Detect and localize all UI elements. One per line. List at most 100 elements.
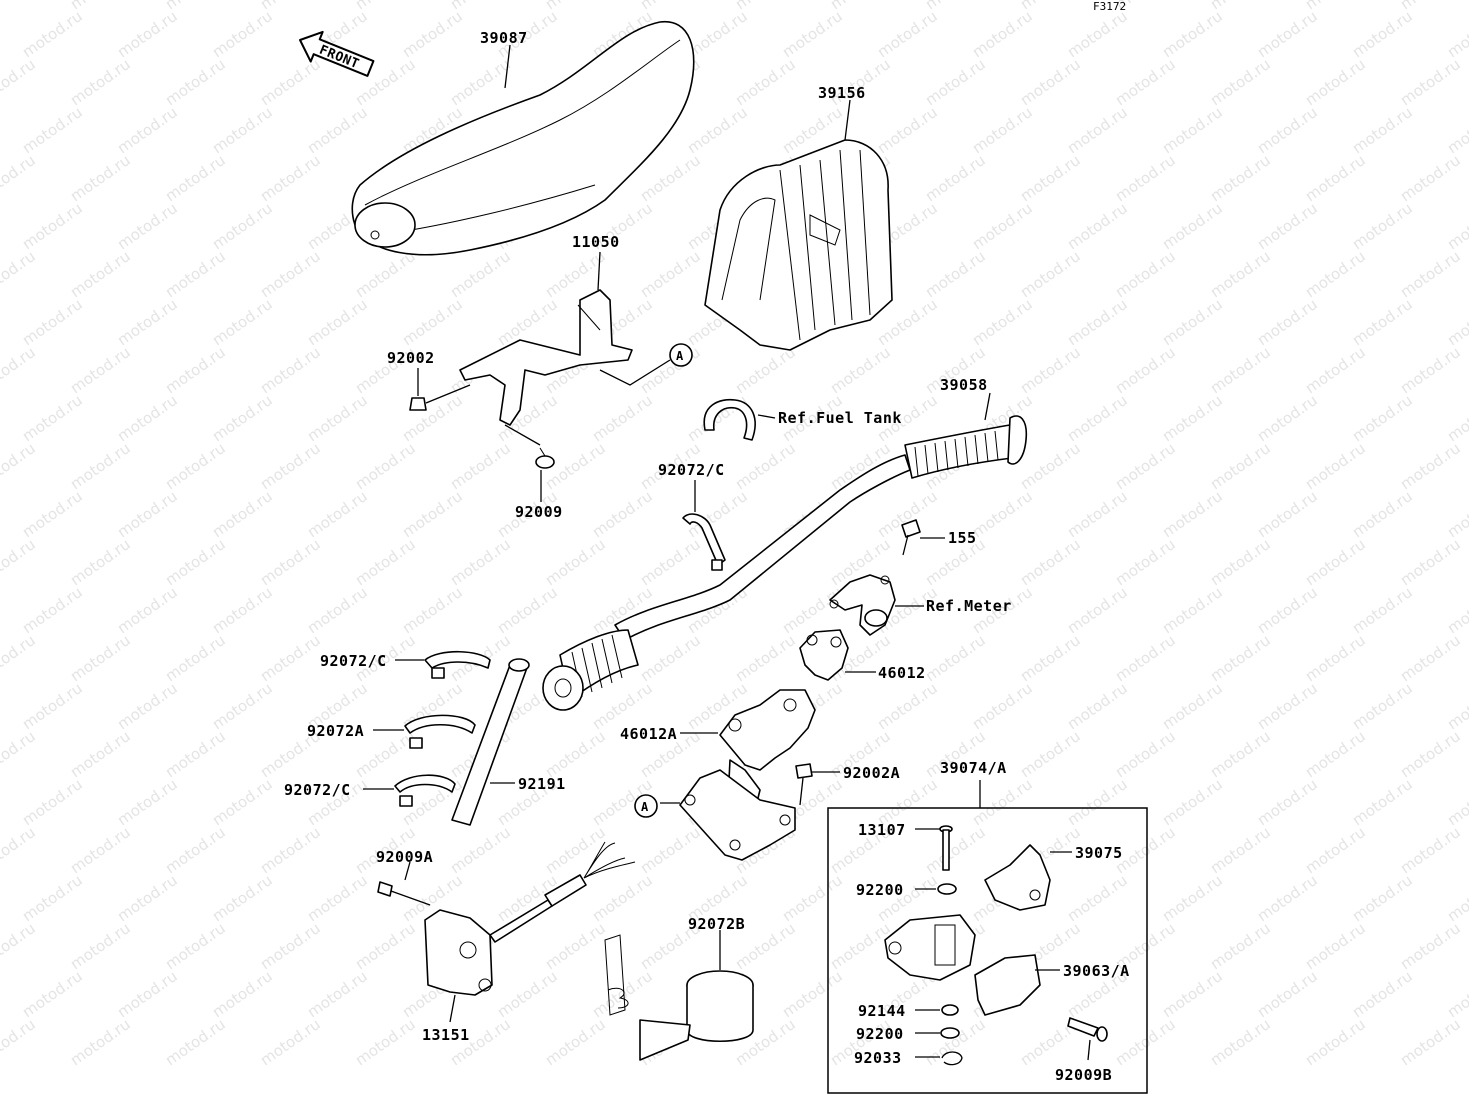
watermark-text: motod.ru (1302, 343, 1369, 397)
watermark-text: motod.ru (1254, 199, 1321, 253)
watermark-text: motod.ru (589, 487, 656, 541)
watermark-text: motod.ru (1349, 967, 1416, 1021)
watermark-text: motod.ru (637, 631, 704, 685)
watermark-text: motod.ru (542, 919, 609, 973)
watermark-text: motod.ru (399, 487, 466, 541)
watermark-text: motod.ru (1017, 535, 1084, 589)
watermark-text: motod.ru (1444, 775, 1469, 829)
watermark-text: motod.ru (1254, 967, 1321, 1021)
watermark-text: motod.ru (1254, 103, 1321, 157)
watermark-text: motod.ru (0, 631, 39, 685)
rivet-92009 (504, 424, 555, 469)
watermark-text: motod.ru (1397, 631, 1464, 685)
watermark-text: motod.ru (969, 199, 1036, 253)
watermark-text: motod.ru (922, 823, 989, 877)
watermark-text: motod.ru (352, 439, 419, 493)
label-92009b: 92009B (1055, 1066, 1112, 1084)
watermark-text: motod.ru (114, 871, 181, 925)
watermark-text: motod.ru (257, 535, 324, 589)
watermark-text: motod.ru (209, 679, 276, 733)
watermark-text: motod.ru (1397, 727, 1464, 781)
watermark-text: motod.ru (1064, 583, 1131, 637)
watermark-text: motod.ru (969, 679, 1036, 733)
watermark-text: motod.ru (257, 247, 324, 301)
watermark-text: motod.ru (1254, 7, 1321, 61)
watermark-text: motod.ru (1444, 679, 1469, 733)
pin-13107 (939, 825, 953, 871)
watermark-text: motod.ru (209, 199, 276, 253)
label-39063a: 39063/A (1063, 962, 1130, 980)
watermark-text: motod.ru (399, 295, 466, 349)
watermark-text: motod.ru (209, 487, 276, 541)
label-13107: 13107 (858, 821, 906, 839)
watermark-text: motod.ru (684, 103, 751, 157)
watermark-text: motod.ru (732, 439, 799, 493)
watermark-text: motod.ru (257, 919, 324, 973)
watermark-text: motod.ru (1349, 679, 1416, 733)
watermark-text: motod.ru (1397, 535, 1464, 589)
watermark-text: motod.ru (1207, 919, 1274, 973)
watermark-text: motod.ru (1444, 295, 1469, 349)
watermark-text: motod.ru (1397, 247, 1464, 301)
watermark-text: motod.ru (67, 919, 134, 973)
bracket-11050 (459, 289, 633, 426)
watermark-text: motod.ru (1302, 1015, 1369, 1069)
watermark-text: motod.ru (1207, 439, 1274, 493)
watermark-text: motod.ru (114, 775, 181, 829)
watermark-text: motod.ru (162, 727, 229, 781)
lever-39075 (984, 844, 1051, 911)
watermark-text: motod.ru (1017, 727, 1084, 781)
watermark-text: motod.ru (1444, 103, 1469, 157)
watermark-text: motod.ru (1349, 871, 1416, 925)
watermark-text: motod.ru (0, 343, 39, 397)
watermark-text: motod.ru (114, 967, 181, 1021)
watermark-text: motod.ru (162, 631, 229, 685)
watermark-text: motod.ru (1302, 247, 1369, 301)
watermark-text: motod.ru (1159, 775, 1226, 829)
watermark-text: motod.ru (67, 631, 134, 685)
watermark-text: motod.ru (19, 103, 86, 157)
throttle-body (884, 914, 976, 981)
clamp-92072c-top (682, 513, 726, 571)
watermark-text: motod.ru (1444, 7, 1469, 61)
label-155: 155 (948, 529, 977, 547)
watermark-text: motod.ru (542, 727, 609, 781)
watermark-text: motod.ru (114, 295, 181, 349)
watermark-text: motod.ru (304, 487, 371, 541)
watermark-text: motod.ru (19, 871, 86, 925)
clamp-92072c-low (394, 774, 456, 807)
watermark-text: motod.ru (447, 823, 514, 877)
watermark-text: motod.ru (1112, 439, 1179, 493)
watermark-text: motod.ru (67, 727, 134, 781)
watermark-text: motod.ru (1349, 775, 1416, 829)
watermark-text: motod.ru (352, 247, 419, 301)
watermark-text: motod.ru (1397, 919, 1464, 973)
watermark-text: motod.ru (399, 391, 466, 445)
watermark-text: motod.ru (1112, 55, 1179, 109)
watermark-text: motod.ru (1207, 823, 1274, 877)
watermark-text: motod.ru (1444, 391, 1469, 445)
label-92072a: 92072A (307, 722, 364, 740)
watermark-text: motod.ru (162, 247, 229, 301)
watermark-text: motod.ru (19, 199, 86, 253)
cover-39156 (704, 139, 893, 351)
watermark-text: motod.ru (1302, 151, 1369, 205)
watermark-text: motod.ru (304, 967, 371, 1021)
label-92072c-low: 92072/C (284, 781, 351, 799)
watermark-text: motod.ru (0, 535, 39, 589)
label-92144: 92144 (858, 1002, 906, 1020)
clamp-92072c-mid (424, 650, 491, 679)
watermark-text: motod.ru (1112, 151, 1179, 205)
watermark-text: motod.ru (257, 823, 324, 877)
watermark-text: motod.ru (209, 7, 276, 61)
watermark-text: motod.ru (1254, 391, 1321, 445)
watermark-text: motod.ru (19, 7, 86, 61)
watermark-text: motod.ru (732, 631, 799, 685)
watermark-text: motod.ru (19, 295, 86, 349)
watermark-text: motod.ru (114, 199, 181, 253)
watermark-text: motod.ru (209, 295, 276, 349)
watermark-text: motod.ru (1017, 439, 1084, 493)
watermark-text: motod.ru (1302, 535, 1369, 589)
watermark-text: motod.ru (1302, 919, 1369, 973)
